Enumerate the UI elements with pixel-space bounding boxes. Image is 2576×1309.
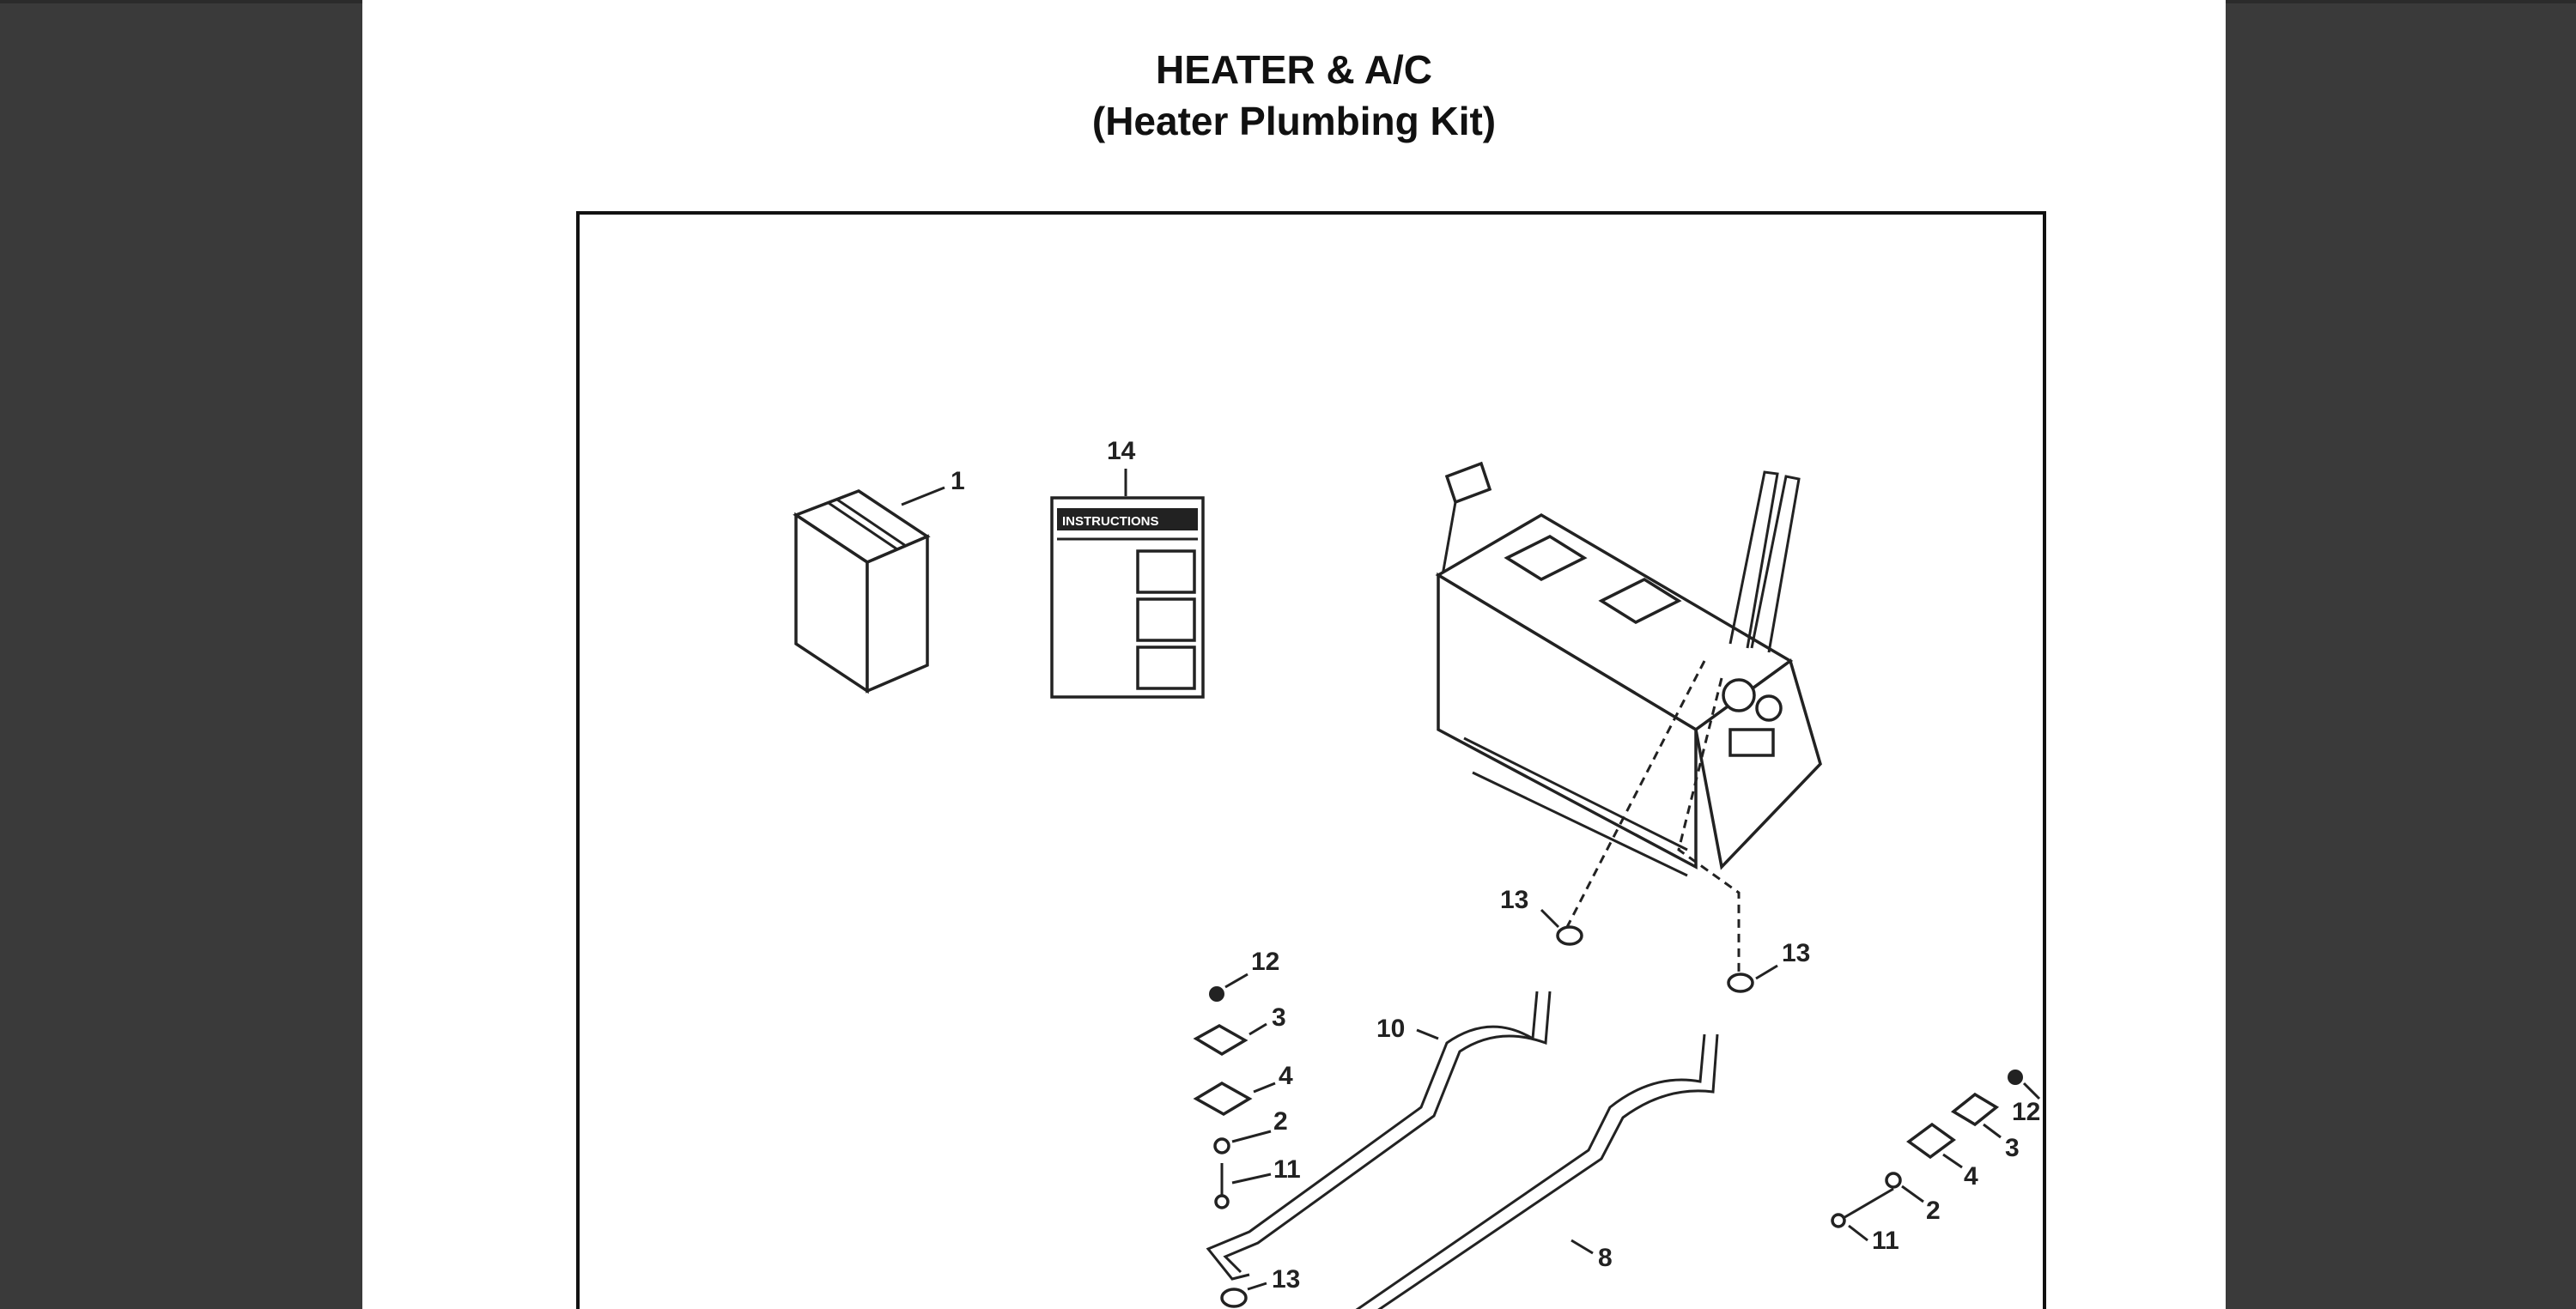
callout-11a: 11 — [1273, 1155, 1301, 1184]
parts-diagram-drawing: 1 INSTRUCTIONS 14 — [793, 437, 2041, 1309]
callout-4a: 4 — [1279, 1062, 1293, 1090]
part-instruction-sheet: INSTRUCTIONS — [1050, 496, 1205, 699]
callout-12a: 12 — [1251, 948, 1279, 976]
machine-assembly — [1435, 461, 1822, 877]
part-box-kit — [793, 489, 931, 694]
hose-route-2 — [1677, 677, 1741, 974]
hose-8 — [1355, 1033, 1706, 1309]
callout-14: 14 — [1107, 437, 1136, 465]
leader-13c — [1247, 1282, 1267, 1291]
leader-1 — [901, 486, 945, 506]
leader-13a — [1540, 908, 1560, 929]
leader-4a — [1253, 1082, 1276, 1094]
callout-13b: 13 — [1782, 939, 1810, 967]
leader-13b — [1755, 964, 1778, 980]
leader-12a — [1224, 973, 1249, 989]
document-page: HEATER & A/C (Heater Plumbing Kit) 1 INS… — [362, 0, 2226, 1309]
hose-8-inner — [1377, 1033, 1719, 1309]
parts-diagram: 1 INSTRUCTIONS 14 — [576, 211, 2046, 1309]
page-subtitle: (Heater Plumbing Kit) — [1091, 99, 1497, 143]
fitting-13-upper-left — [1556, 925, 1583, 946]
callout-13c: 13 — [1272, 1265, 1300, 1294]
instructions-heading: INSTRUCTIONS — [1062, 514, 1159, 529]
callout-8: 8 — [1598, 1244, 1613, 1272]
fitting-13-upper-right — [1727, 973, 1754, 993]
leader-11b — [1848, 1224, 1868, 1242]
callout-1: 1 — [951, 467, 965, 495]
leader-3a — [1249, 1022, 1267, 1036]
leader-11a — [1231, 1173, 1272, 1185]
leader-12b — [2022, 1082, 2041, 1100]
callout-12b: 12 — [2012, 1098, 2040, 1126]
page-title: HEATER & A/C — [1156, 47, 1432, 92]
callout-4b: 4 — [1964, 1162, 1978, 1191]
leader-10 — [1416, 1028, 1439, 1040]
hose-10-inner — [1223, 991, 1552, 1274]
callout-3b: 3 — [2005, 1134, 2020, 1162]
leader-3b — [1983, 1123, 2002, 1139]
callout-2a: 2 — [1273, 1107, 1288, 1136]
callout-3a: 3 — [1272, 1003, 1286, 1032]
callout-11b: 11 — [1872, 1227, 1899, 1255]
hose-10 — [1206, 991, 1539, 1281]
hardware-stack-right — [1831, 1070, 2023, 1228]
hardware-stack-left — [1193, 986, 1253, 1209]
callout-10: 10 — [1376, 1015, 1405, 1043]
leader-2b — [1901, 1185, 1924, 1203]
fitting-13-lower — [1220, 1288, 1248, 1308]
leader-2a — [1231, 1130, 1272, 1143]
leader-8 — [1571, 1239, 1594, 1255]
leader-4b — [1942, 1153, 1963, 1169]
callout-2b: 2 — [1926, 1197, 1941, 1225]
callout-13a: 13 — [1500, 886, 1528, 914]
hose-route-1 — [1565, 660, 1706, 928]
